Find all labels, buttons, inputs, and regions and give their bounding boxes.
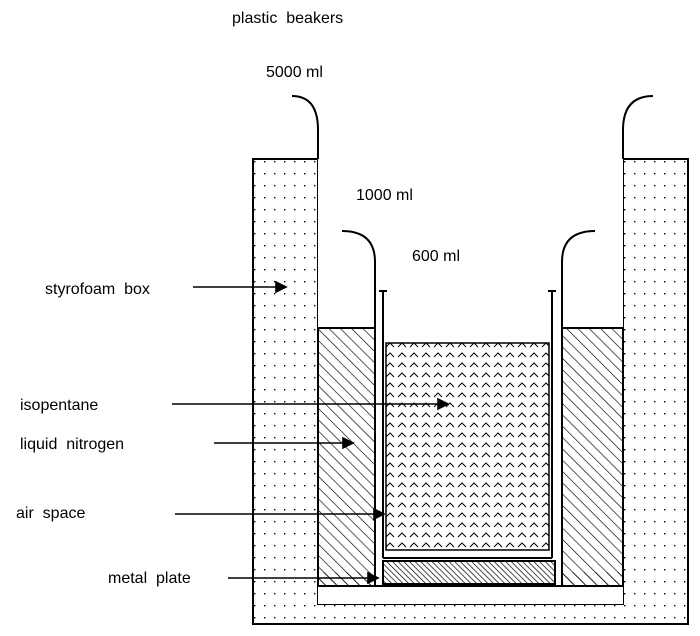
- liquid-nitrogen-left: [317, 327, 376, 587]
- large-beaker-right-wall: [622, 95, 654, 159]
- isopentane-fill: [385, 342, 550, 551]
- label-isopentane: isopentane: [20, 397, 99, 414]
- callout-arrows: [172, 280, 450, 585]
- label-metal-plate: metal plate: [108, 570, 191, 587]
- label-styrofoam-box: styrofoam box: [45, 281, 150, 298]
- large-beaker-left-wall: [291, 95, 319, 159]
- beaker-label-600: 600 ml: [412, 248, 461, 265]
- medium-beaker-walls: [341, 230, 596, 587]
- metal-plate: [382, 560, 556, 585]
- beaker-label-5000: 5000 ml: [266, 64, 323, 81]
- label-air-space: air space: [16, 505, 86, 522]
- label-liquid-nitrogen: liquid nitrogen: [20, 436, 125, 453]
- beaker-label-1000: 1000 ml: [356, 187, 413, 204]
- diagram-title: plastic beakers: [232, 10, 344, 27]
- liquid-nitrogen-right: [561, 327, 624, 587]
